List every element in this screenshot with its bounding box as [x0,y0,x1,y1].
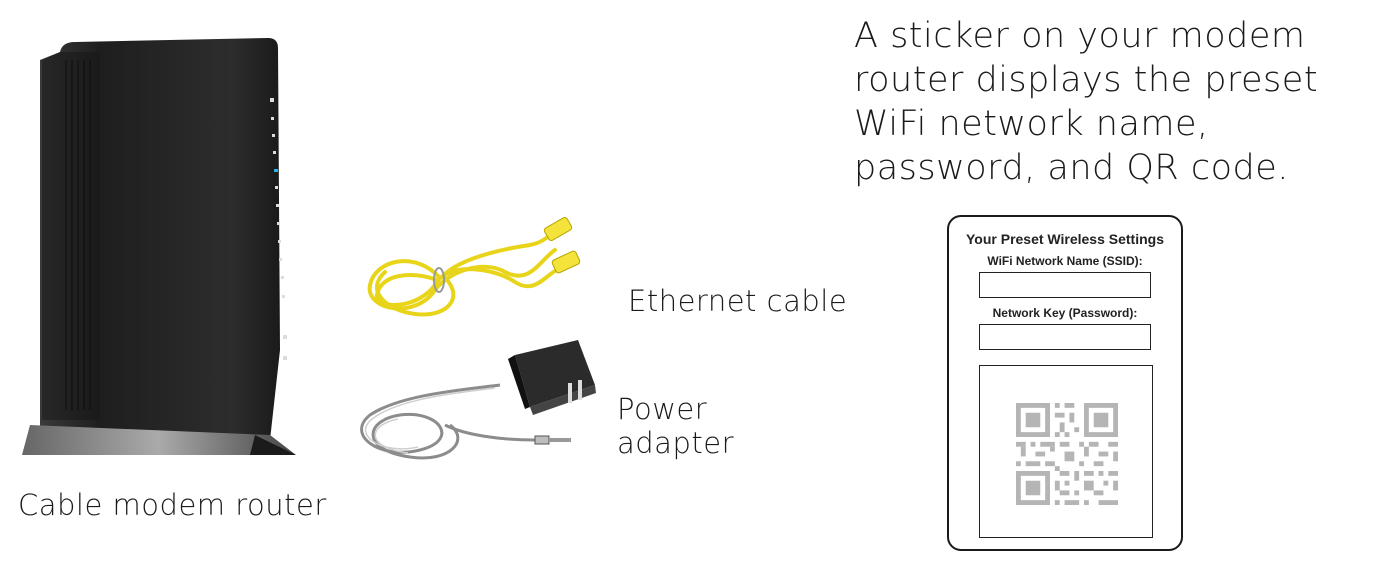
ssid-label: WiFi Network Name (SSID): [987,254,1143,268]
network-key-label: Network Key (Password): [992,306,1138,320]
sticker-description: A sticker on your modem router displays … [854,14,1374,190]
qr-code-icon [1016,403,1118,505]
ethernet-cable-image [367,217,581,317]
network-key-field [979,324,1151,350]
sticker-description-line4: password, and QR code. [854,148,1289,188]
power-caption-line1: Power [617,392,708,426]
sticker-description-line1: A sticker on your modem [854,16,1306,56]
qr-code-box [979,365,1153,538]
sticker-description-line3: WiFi network name, [854,104,1209,144]
router-caption: Cable modem router [18,488,327,522]
wireless-settings-sticker: Your Preset Wireless Settings WiFi Netwo… [947,215,1183,551]
ssid-field [979,272,1151,298]
power-adapter-image [360,340,596,460]
sticker-description-line2: router displays the preset [854,60,1319,100]
ethernet-cable-caption: Ethernet cable [628,284,848,318]
power-adapter-caption: Power adapter [617,392,734,460]
router-led-indicators [270,98,287,360]
sticker-title: Your Preset Wireless Settings [965,231,1165,247]
cable-modem-router-image [22,38,296,455]
power-caption-line2: adapter [617,426,734,460]
